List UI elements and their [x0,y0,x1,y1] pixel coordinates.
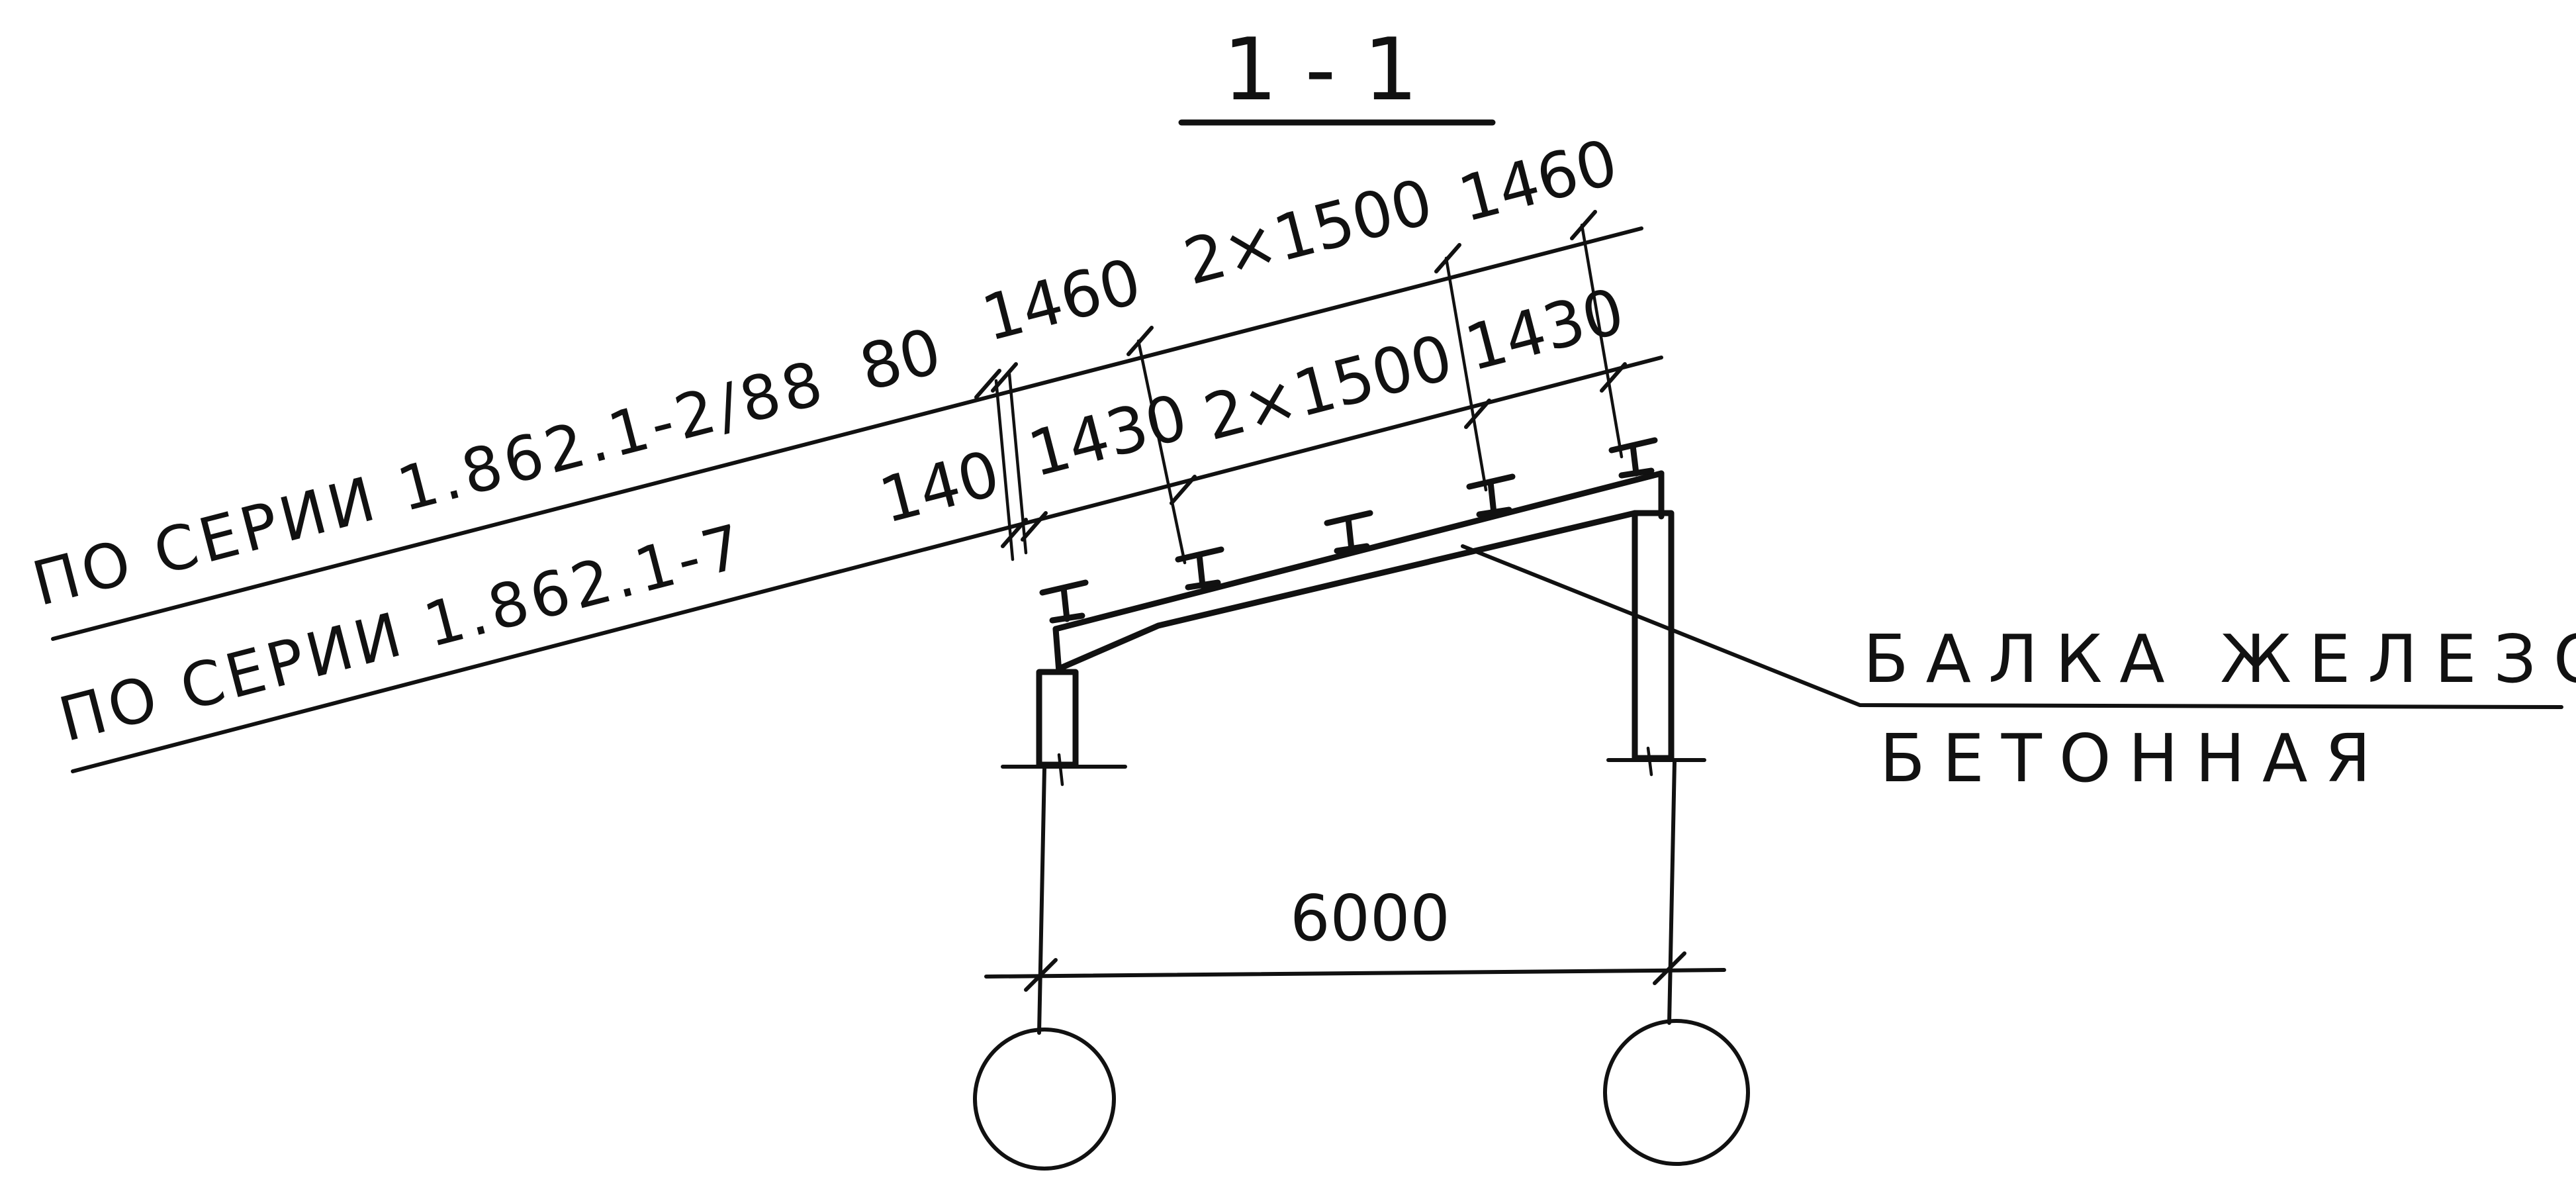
purlins [1039,437,1658,624]
axis-line-left [1037,766,1046,1035]
reinforced-concrete-beam [1052,470,1665,675]
right-column [1606,510,1706,777]
dim-lower-2x1500: 2×1500 [1197,321,1459,455]
dim-upper-2x1500: 2×1500 [1177,166,1440,299]
left-column [1001,669,1127,787]
upper-dim-ticks [974,210,1597,399]
purlin-1 [1039,579,1089,624]
purlin-2 [1175,546,1224,591]
axis-bubble-left [973,1028,1116,1171]
span-dimension-text: 6000 [1290,883,1450,955]
span-dimension-line [984,968,1726,979]
beam-note-line2: БЕТОННАЯ [1880,720,2388,797]
purlin-4 [1466,473,1516,518]
section-title: 1 - 1 [1223,19,1418,120]
beam-callout-leader [1461,544,2563,709]
span-tick-right [1653,951,1686,985]
axis-bubble-right [1603,1019,1750,1166]
span-tick-left [1024,958,1058,992]
dim-lower-1430-left: 1430 [1021,381,1195,491]
upper-series-leader [51,226,1643,641]
dim-upper-1460-right: 1460 [1451,126,1625,236]
purlin-5 [1608,437,1658,479]
extension-lines [994,223,1624,565]
dim-upper-80: 80 [852,315,948,406]
lower-series-leader [71,356,1663,773]
dim-lower-140: 140 [872,437,1007,538]
dim-upper-1460-left: 1460 [975,245,1148,356]
axis-line-right [1667,759,1677,1025]
purlin-3 [1324,510,1373,554]
beam-note-line1: БАЛКА ЖЕЛЕЗО- [1863,620,2576,698]
